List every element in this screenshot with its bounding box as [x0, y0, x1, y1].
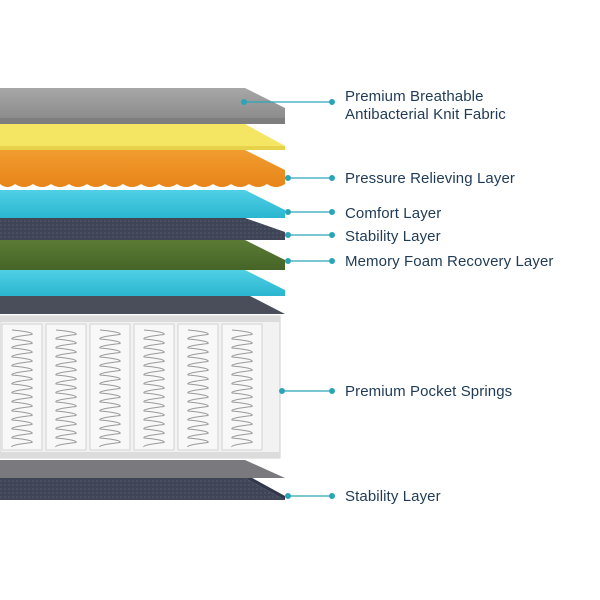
label-pressure-relieving: Pressure Relieving Layer [345, 170, 515, 187]
label-comfort: Comfort Layer [345, 205, 442, 222]
label-knit-fabric-line2: Antibacterial Knit Fabric [345, 106, 506, 123]
pocket-spring-core [0, 315, 281, 459]
spring-pocket [45, 323, 87, 451]
memory-foam-layer [0, 240, 285, 270]
label-stability-top: Stability Layer [345, 228, 441, 245]
label-stability-bottom: Stability Layer [345, 488, 441, 505]
yellow-foam-layer [0, 124, 285, 150]
spring-coil [231, 329, 253, 448]
leader-pressure-relieving [285, 175, 336, 182]
leader-memory-foam [285, 258, 336, 265]
base-fabric-layer [0, 474, 285, 500]
spring-pocket [89, 323, 131, 451]
label-pocket-springs: Premium Pocket Springs [345, 383, 513, 400]
spring-coil [11, 329, 33, 448]
spring-pocket [133, 323, 175, 451]
comfort-foam-layer [0, 190, 285, 218]
label-knit-fabric-line1: Premium Breathable [345, 88, 484, 105]
spring-pocket [221, 323, 263, 451]
lower-comfort-foam [0, 270, 285, 296]
stability-fabric-layer [0, 218, 285, 240]
leader-lines [241, 98, 336, 500]
bottom-stability-sheet [0, 460, 285, 478]
spring-coil [55, 329, 77, 448]
leader-knit-fabric [241, 98, 336, 105]
spring-coil [99, 329, 121, 448]
knit-fabric-layer [0, 88, 285, 124]
pressure-relieving-layer [0, 150, 285, 187]
leader-stability-bottom [285, 493, 336, 500]
label-memory-foam: Memory Foam Recovery Layer [345, 253, 554, 270]
spring-coil [187, 329, 209, 448]
label-knit-fabric: Premium Breathable Antibacterial Knit Fa… [345, 88, 506, 124]
leader-pocket-springs [279, 388, 336, 395]
leader-comfort [285, 209, 336, 216]
spring-pocket [177, 323, 219, 451]
spring-coil [143, 329, 165, 448]
lower-stability-sheet [0, 296, 285, 314]
leader-stability-top [285, 232, 336, 239]
spring-pocket [1, 323, 43, 451]
